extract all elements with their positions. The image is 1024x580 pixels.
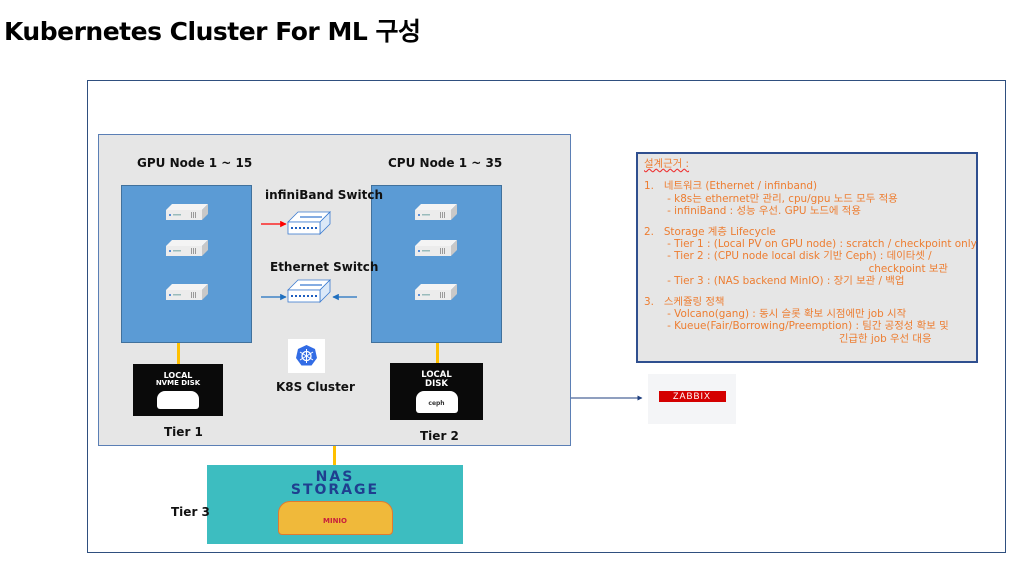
local-nvme-disk: LOCAL NVME DISK: [133, 364, 223, 416]
server-icon: [166, 204, 208, 220]
nas-connector: [333, 446, 336, 465]
gpu-disk-connector: [177, 343, 180, 364]
ethernet-switch-icon: [287, 279, 331, 303]
notes-line: - k8s는 ethernet만 관리, cpu/gpu 노드 모두 적용: [644, 192, 898, 205]
local-ceph-disk: LOCAL DISK ceph: [390, 363, 483, 420]
disk-text: LOCAL: [163, 371, 193, 380]
zabbix-box: ZABBIX: [648, 374, 736, 424]
k8s-cluster-label: K8S Cluster: [276, 380, 355, 394]
server-icon: [166, 240, 208, 256]
cpu-disk-connector: [436, 343, 439, 363]
server-icon: [415, 284, 457, 300]
notes-line: 2. Storage 계층 Lifecycle: [644, 225, 776, 238]
disk-text: LOCAL: [421, 370, 452, 380]
tier1-label: Tier 1: [164, 425, 203, 439]
notes-line: - Tier 1 : (Local PV on GPU node) : scra…: [644, 237, 977, 250]
notes-line: - Volcano(gang) : 동시 슬롯 확보 시점에만 job 시작: [644, 307, 907, 320]
zabbix-logo: ZABBIX: [658, 391, 726, 402]
gpu-node-label: GPU Node 1 ~ 15: [137, 156, 253, 170]
notes-line: - Tier 2 : (CPU node local disk 기반 Ceph)…: [644, 250, 932, 263]
cpu-node-label: CPU Node 1 ~ 35: [388, 156, 503, 170]
server-icon: [166, 284, 208, 300]
disk-text: NVME DISK: [155, 379, 201, 387]
notes-line: 1. 네트워크 (Ethernet / infinband): [644, 180, 818, 193]
server-icon: [415, 204, 457, 220]
notes-lines: 1. 네트워크 (Ethernet / infinband) - k8s는 et…: [644, 180, 977, 345]
disk-icon: [157, 391, 199, 409]
infiniband-switch-icon: [287, 211, 331, 235]
notes-line: 3. 스케쥴링 정책: [644, 295, 725, 308]
notes-line: [644, 218, 970, 226]
notes-heading: 설계근거 :: [644, 158, 690, 170]
tier2-label: Tier 2: [420, 429, 459, 443]
notes-line: - Tier 3 : (NAS backend MinIO) : 장기 보관 /…: [644, 275, 905, 288]
page-title: Kubernetes Cluster For ML 구성: [4, 17, 421, 46]
notes-line: checkpoint 보관: [644, 262, 948, 275]
disk-text: DISK: [425, 378, 448, 389]
nas-storage: NAS STORAGE MINIO: [207, 465, 463, 544]
ceph-disk-icon: ceph: [415, 391, 458, 413]
notes-line: [644, 288, 970, 296]
notes-line: - infiniBand : 성능 우선. GPU 노드에 적용: [644, 205, 861, 218]
infiniband-switch-label: infiniBand Switch: [265, 188, 383, 202]
nas-text: NAS: [315, 469, 355, 485]
server-icon: [415, 240, 457, 256]
notes-line: - Kueue(Fair/Borrowing/Preemption) : 팀간 …: [644, 320, 949, 333]
design-rationale-box: 설계근거 : 1. 네트워크 (Ethernet / infinband) - k…: [636, 152, 978, 363]
tier3-label: Tier 3: [171, 505, 210, 519]
minio-logo: MINIO: [277, 500, 393, 535]
kubernetes-logo-icon: [296, 345, 317, 366]
nas-text: STORAGE: [290, 482, 380, 499]
diagram-frame: [87, 80, 1006, 553]
notes-line: 긴급한 job 우선 대응: [644, 332, 932, 345]
ethernet-switch-label: Ethernet Switch: [270, 260, 379, 274]
